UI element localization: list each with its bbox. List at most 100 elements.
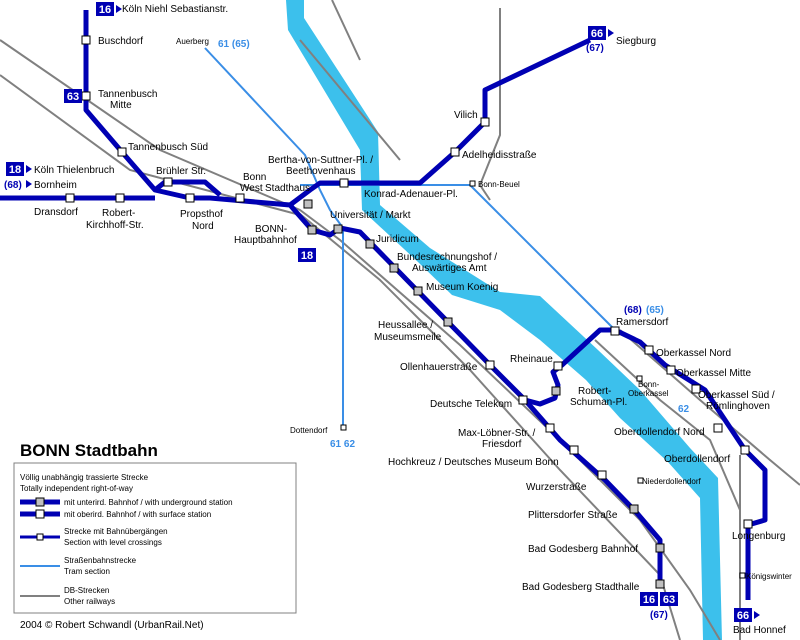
svg-text:Hochkreuz / Deutsches Museum B: Hochkreuz / Deutsches Museum Bonn bbox=[388, 457, 559, 468]
svg-text:Juridicum: Juridicum bbox=[376, 234, 419, 245]
line-18-badge-west bbox=[6, 162, 24, 176]
svg-text:(65): (65) bbox=[646, 305, 664, 316]
svg-text:DB-Strecken: DB-Strecken bbox=[64, 586, 109, 595]
svg-text:Auswärtiges Amt: Auswärtiges Amt bbox=[412, 263, 487, 274]
svg-text:Friesdorf: Friesdorf bbox=[482, 439, 522, 450]
svg-text:Heussallee /: Heussallee / bbox=[378, 320, 433, 331]
svg-text:West: West bbox=[240, 183, 263, 194]
svg-text:Deutsche Telekom: Deutsche Telekom bbox=[430, 399, 512, 410]
svg-text:18: 18 bbox=[301, 250, 313, 262]
svg-text:Schuman-Pl.: Schuman-Pl. bbox=[570, 397, 627, 408]
svg-text:(67): (67) bbox=[650, 610, 668, 621]
svg-text:Bonn: Bonn bbox=[243, 172, 266, 183]
svg-text:66: 66 bbox=[591, 28, 603, 40]
svg-text:63: 63 bbox=[663, 594, 675, 606]
svg-text:mit unterird. Bahnhof / with u: mit unterird. Bahnhof / with underground… bbox=[64, 498, 233, 507]
credit: 2004 © Robert Schwandl (UrbanRail.Net) bbox=[20, 620, 204, 631]
svg-text:Museumsmeile: Museumsmeile bbox=[374, 332, 442, 343]
svg-text:Totally independent right-of-w: Totally independent right-of-way bbox=[20, 484, 133, 493]
route-paren-labels: (68) (67) (67) bbox=[4, 43, 668, 621]
svg-text:Buschdorf: Buschdorf bbox=[98, 36, 143, 47]
svg-text:Robert-: Robert- bbox=[578, 386, 611, 397]
svg-text:62: 62 bbox=[678, 404, 690, 415]
svg-text:Ramersdorf: Ramersdorf bbox=[616, 317, 668, 328]
line-66-badge-south bbox=[734, 608, 752, 622]
svg-text:61 (65): 61 (65) bbox=[218, 39, 250, 50]
svg-text:16: 16 bbox=[99, 4, 111, 16]
svg-text:Dottendorf: Dottendorf bbox=[290, 426, 328, 435]
svg-text:Auerberg: Auerberg bbox=[176, 37, 209, 46]
station-labels: Buschdorf Tannenbusch Mitte Tannenbusch … bbox=[34, 36, 785, 593]
svg-text:61 62: 61 62 bbox=[330, 439, 355, 450]
map-title: BONN Stadtbahn bbox=[20, 441, 158, 460]
svg-text:Universität / Markt: Universität / Markt bbox=[330, 210, 411, 221]
tram-labels: 61 (65) 61 62 (68) (65) 62 bbox=[218, 39, 690, 450]
svg-text:Adelheidisstraße: Adelheidisstraße bbox=[462, 150, 537, 161]
svg-text:18: 18 bbox=[9, 164, 21, 176]
line-16-badge-north bbox=[96, 2, 114, 16]
svg-text:Bornheim: Bornheim bbox=[34, 180, 77, 191]
legend-box bbox=[13, 462, 297, 614]
line-18-badge-hbf bbox=[298, 248, 316, 262]
small-station-labels: Auerberg Bonn-Beuel Dottendorf Bonn- Obe… bbox=[176, 37, 792, 581]
svg-text:Niederdollendorf: Niederdollendorf bbox=[642, 477, 701, 486]
legend-symbols bbox=[20, 497, 60, 597]
svg-text:Beethovenhaus: Beethovenhaus bbox=[286, 166, 356, 177]
svg-text:Bad Honnef: Bad Honnef bbox=[733, 625, 786, 636]
svg-text:Section with level crossings: Section with level crossings bbox=[64, 538, 162, 547]
svg-text:Römlinghoven: Römlinghoven bbox=[706, 401, 770, 412]
station-markers bbox=[65, 35, 753, 589]
svg-text:Nord: Nord bbox=[192, 221, 214, 232]
svg-text:Longenburg: Longenburg bbox=[732, 531, 785, 542]
rhine-river bbox=[286, 0, 722, 640]
svg-text:Konrad-Adenauer-Pl.: Konrad-Adenauer-Pl. bbox=[364, 189, 458, 200]
svg-text:Oberdollendorf Nord: Oberdollendorf Nord bbox=[614, 427, 705, 438]
svg-text:Bundesrechnungshof /: Bundesrechnungshof / bbox=[397, 252, 497, 263]
svg-text:Königswinter: Königswinter bbox=[746, 572, 792, 581]
line-66-badge-north bbox=[588, 26, 606, 40]
svg-text:Tannenbusch: Tannenbusch bbox=[98, 89, 158, 100]
svg-text:Kirchhoff-Str.: Kirchhoff-Str. bbox=[86, 220, 144, 231]
svg-text:Bad Godesberg Bahnhof: Bad Godesberg Bahnhof bbox=[528, 544, 638, 555]
svg-text:Mitte: Mitte bbox=[110, 100, 132, 111]
svg-text:Straßenbahnstrecke: Straßenbahnstrecke bbox=[64, 556, 137, 565]
svg-text:Oberkassel Süd /: Oberkassel Süd / bbox=[698, 390, 775, 401]
svg-text:Strecke mit Bahnübergängen: Strecke mit Bahnübergängen bbox=[64, 527, 168, 536]
line-63-badge bbox=[64, 89, 82, 103]
svg-text:Oberkassel Nord: Oberkassel Nord bbox=[656, 348, 731, 359]
svg-text:Köln Thielenbruch: Köln Thielenbruch bbox=[34, 165, 114, 176]
line-63-badge-south bbox=[660, 592, 678, 606]
svg-text:Oberkassel Mitte: Oberkassel Mitte bbox=[676, 368, 751, 379]
svg-text:Tannenbusch Süd: Tannenbusch Süd bbox=[128, 142, 208, 153]
svg-text:66: 66 bbox=[737, 610, 749, 622]
svg-text:Vilich: Vilich bbox=[454, 110, 478, 121]
line-16-badge-south bbox=[640, 592, 658, 606]
arrowheads bbox=[26, 5, 760, 619]
svg-text:Bonn-: Bonn- bbox=[638, 380, 660, 389]
svg-text:(67): (67) bbox=[586, 43, 604, 54]
svg-text:Other railways: Other railways bbox=[64, 597, 115, 606]
svg-text:Ollenhauerstraße: Ollenhauerstraße bbox=[400, 362, 478, 373]
svg-text:Bonn-Beuel: Bonn-Beuel bbox=[478, 180, 520, 189]
svg-text:Museum Koenig: Museum Koenig bbox=[426, 282, 498, 293]
svg-text:Köln Niehl Sebastianstr.: Köln Niehl Sebastianstr. bbox=[122, 4, 228, 15]
svg-text:63: 63 bbox=[67, 91, 79, 103]
svg-text:Oberkassel: Oberkassel bbox=[628, 389, 669, 398]
svg-text:Wurzerstraße: Wurzerstraße bbox=[526, 482, 587, 493]
terminus-labels: Köln Niehl Sebastianstr. Köln Thielenbru… bbox=[34, 4, 786, 636]
svg-text:Propsthof: Propsthof bbox=[180, 209, 223, 220]
svg-text:Bertha-von-Suttner-Pl. /: Bertha-von-Suttner-Pl. / bbox=[268, 155, 373, 166]
svg-text:16: 16 bbox=[643, 594, 655, 606]
svg-text:Hauptbahnhof: Hauptbahnhof bbox=[234, 235, 297, 246]
svg-text:Brühler Str.: Brühler Str. bbox=[156, 166, 206, 177]
svg-text:Oberdollendorf: Oberdollendorf bbox=[664, 454, 730, 465]
svg-text:Tram section: Tram section bbox=[64, 567, 110, 576]
route-badge-texts: 16 63 18 18 66 16 63 66 bbox=[9, 4, 749, 622]
svg-text:Dransdorf: Dransdorf bbox=[34, 207, 78, 218]
legend-text: Völlig unabhängig trassierte Strecke Tot… bbox=[20, 473, 233, 606]
svg-text:(68): (68) bbox=[4, 180, 22, 191]
svg-text:Robert-: Robert- bbox=[102, 208, 135, 219]
svg-text:Siegburg: Siegburg bbox=[616, 36, 656, 47]
